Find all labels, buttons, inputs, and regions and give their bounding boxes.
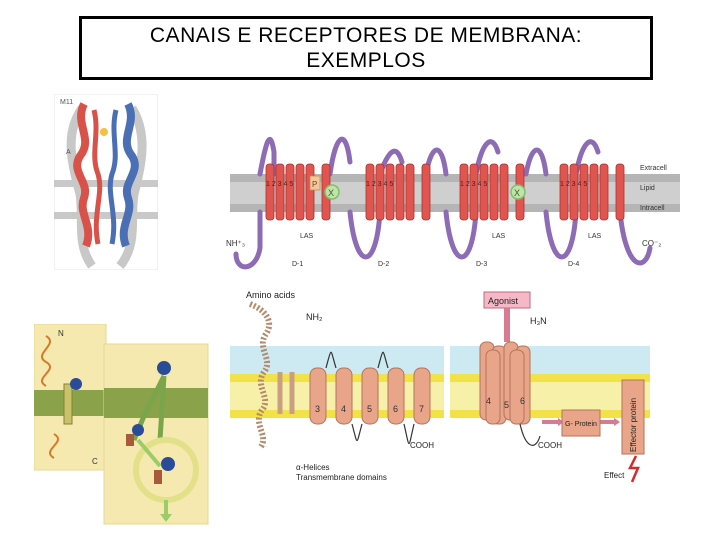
structure-label-mid: A <box>66 149 71 156</box>
effector-protein-label: Effector protein <box>629 398 638 452</box>
gpcr-nh2-label: NH₂ <box>306 312 323 322</box>
slide-title-box: CANAIS E RECEPTORES DE MEMBRANA: EXEMPLO… <box>79 16 653 80</box>
c-terminus-label: CO⁻₂ <box>642 239 661 248</box>
n-label: N <box>58 329 64 338</box>
structure-label-top: M11 <box>60 99 73 106</box>
gpcr-helix-number-4: 4 <box>341 404 346 414</box>
signal-membrane-diagram: N C <box>34 324 209 525</box>
domain-label-2: D-2 <box>378 261 389 268</box>
activated-helix-number-5: 5 <box>504 400 509 410</box>
activated-cooh-label: COOH <box>538 441 562 450</box>
alpha-helices-label: α-Helices <box>296 463 330 472</box>
activated-h3n-label: H₃N <box>530 316 547 326</box>
las-label-1: LAS <box>300 233 314 240</box>
g-protein-label: G- Protein <box>565 421 597 428</box>
gpcr-activated-diagram: Agonist H₃N 4 5 6 COOH G- Protein Effect… <box>450 291 650 483</box>
activated-helix-number-6: 6 <box>520 396 525 406</box>
gpcr-helix-number-6: 6 <box>393 404 398 414</box>
domain-label-1: D-1 <box>292 261 303 268</box>
gpcr-helix-number-3: 3 <box>315 404 320 414</box>
activated-helix-number-4: 4 <box>486 396 491 406</box>
las-x-symbol-1: X <box>328 188 334 198</box>
region-label-lipid: Lipid <box>640 185 655 192</box>
slide-title-line-2: EXEMPLOS <box>306 49 426 72</box>
gpcr-helix-number-5: 5 <box>367 404 372 414</box>
amino-acids-label: Amino acids <box>246 290 296 300</box>
slide-title-line-1: CANAIS E RECEPTORES DE MEMBRANA: <box>149 24 583 47</box>
las-label-3: LAS <box>588 233 602 240</box>
las-label-2: LAS <box>492 233 506 240</box>
gpcr-diagram: 3 4 5 6 7 Amino acids NH₂ COOH α-Helices… <box>230 290 444 482</box>
subunit-topology-diagram: P X X 1 2 3 4 5 1 2 3 4 5 1 2 3 4 5 1 2 … <box>226 136 680 270</box>
agonist-label: Agonist <box>488 296 519 306</box>
las-x-symbol-2: X <box>514 188 520 198</box>
domain-label-3: D-3 <box>476 261 487 268</box>
effect-label: Effect <box>604 471 625 480</box>
pore-label: P <box>312 180 317 189</box>
receptor-structure-image: M11 A <box>54 94 158 270</box>
segment-numbers-d1: 1 2 3 4 5 <box>266 181 293 188</box>
c-label: C <box>92 457 98 466</box>
transmembrane-domains-label: Transmembrane domains <box>296 473 387 482</box>
region-label-extracellular: Extracell <box>640 165 667 172</box>
gpcr-helix-number-7: 7 <box>419 404 424 414</box>
segment-numbers-d4: 1 2 3 4 5 <box>560 181 587 188</box>
domain-label-4: D-4 <box>568 261 579 268</box>
segment-numbers-d3: 1 2 3 4 5 <box>460 181 487 188</box>
segment-numbers-d2: 1 2 3 4 5 <box>366 181 393 188</box>
gpcr-cooh-label: COOH <box>410 441 434 450</box>
region-label-intracellular: Intracell <box>640 205 665 212</box>
n-terminus-label: NH⁺₃ <box>226 239 245 248</box>
